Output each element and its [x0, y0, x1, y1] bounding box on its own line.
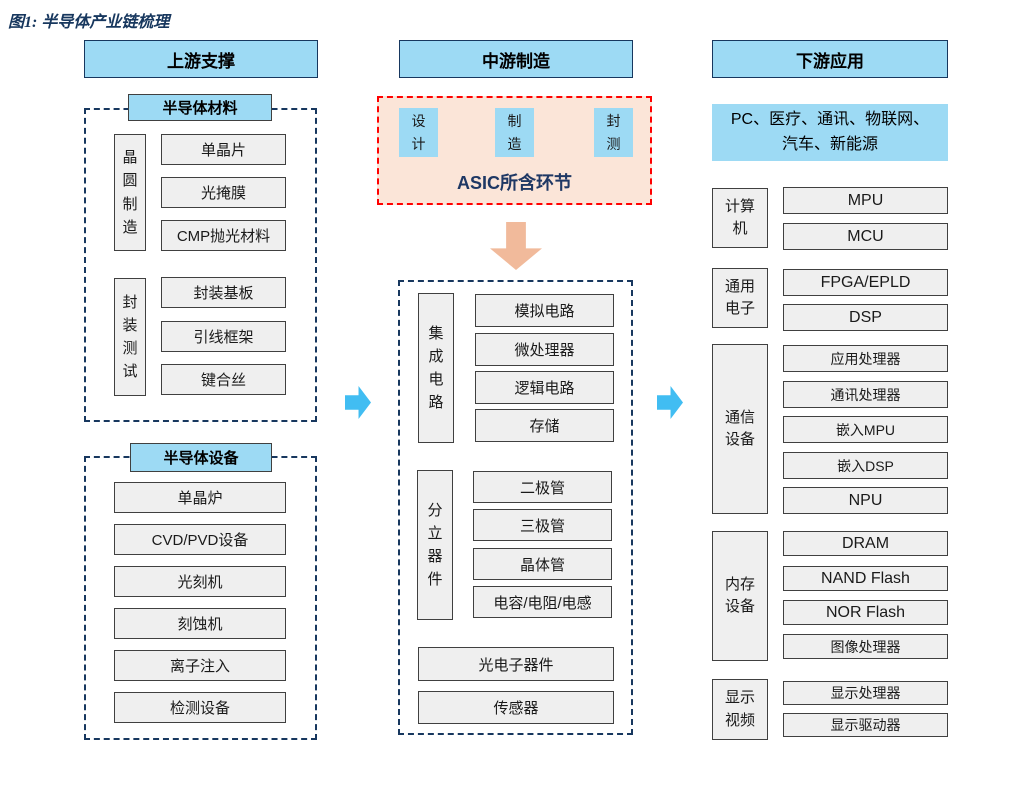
item-capacitor-resistor-inductor: 电容/电阻/电感	[473, 586, 612, 618]
communication-group-label: 通信 设备	[712, 344, 768, 514]
general-electronics-group-label: 通用 电子	[712, 268, 768, 328]
item-photomask: 光掩膜	[161, 177, 286, 208]
item-lithography-machine: 光刻机	[114, 566, 286, 597]
item-nor-flash: NOR Flash	[783, 600, 948, 625]
item-dsp: DSP	[783, 304, 948, 331]
item-transistor: 晶体管	[473, 548, 612, 580]
item-cvd-pvd-equipment: CVD/PVD设备	[114, 524, 286, 555]
item-storage: 存储	[475, 409, 614, 442]
item-display-driver: 显示驱动器	[783, 713, 948, 737]
item-nand-flash: NAND Flash	[783, 566, 948, 591]
item-cmp-material: CMP抛光材料	[161, 220, 286, 251]
item-triode: 三极管	[473, 509, 612, 541]
item-fpga-epld: FPGA/EPLD	[783, 269, 948, 296]
item-embedded-mpu: 嵌入MPU	[783, 416, 948, 443]
item-mpu: MPU	[783, 187, 948, 214]
item-etching-machine: 刻蚀机	[114, 608, 286, 639]
item-embedded-dsp: 嵌入DSP	[783, 452, 948, 479]
item-analog-circuit: 模拟电路	[475, 294, 614, 327]
item-package-substrate: 封装基板	[161, 277, 286, 308]
item-lead-frame: 引线框架	[161, 321, 286, 352]
item-bonding-wire: 键合丝	[161, 364, 286, 395]
item-crystal-furnace: 单晶炉	[114, 482, 286, 513]
discrete-device-side-label: 分立器件	[417, 470, 453, 620]
item-inspection-equipment: 检测设备	[114, 692, 286, 723]
equipment-section-label: 半导体设备	[130, 443, 272, 472]
column-header-midstream: 中游制造	[399, 40, 633, 78]
column-header-upstream: 上游支撑	[84, 40, 318, 78]
item-dram: DRAM	[783, 531, 948, 556]
arrow-right-icon	[345, 386, 371, 419]
arrow-down-icon	[490, 222, 542, 270]
arrow-right-icon	[657, 386, 683, 419]
asic-step-manufacture: 制造	[495, 108, 534, 157]
item-npu: NPU	[783, 487, 948, 514]
item-display-processor: 显示处理器	[783, 681, 948, 705]
item-optoelectronic-device: 光电子器件	[418, 647, 614, 681]
applications-box: PC、医疗、通讯、物联网、 汽车、新能源	[712, 104, 948, 161]
wafer-fab-side-label: 晶圆制造	[114, 134, 146, 251]
item-mcu: MCU	[783, 223, 948, 250]
item-microprocessor: 微处理器	[475, 333, 614, 366]
item-monocrystal-wafer: 单晶片	[161, 134, 286, 165]
integrated-circuit-side-label: 集成电路	[418, 293, 454, 443]
figure-title: 图1: 半导体产业链梳理	[8, 14, 170, 31]
package-test-side-label: 封装测试	[114, 278, 146, 396]
item-ion-implantation: 离子注入	[114, 650, 286, 681]
computer-group-label: 计算 机	[712, 188, 768, 248]
memory-group-label: 内存 设备	[712, 531, 768, 661]
item-diode: 二极管	[473, 471, 612, 503]
products-dashed-container	[398, 280, 633, 735]
asic-caption: ASIC所含环节	[456, 173, 572, 193]
column-header-downstream: 下游应用	[712, 40, 948, 78]
materials-section-label: 半导体材料	[128, 94, 272, 121]
display-video-group-label: 显示 视频	[712, 679, 768, 740]
asic-step-package-test: 封测	[594, 108, 633, 157]
item-sensor: 传感器	[418, 691, 614, 724]
item-image-processor: 图像处理器	[783, 634, 948, 659]
asic-step-design: 设计	[399, 108, 438, 157]
item-logic-circuit: 逻辑电路	[475, 371, 614, 404]
item-communication-processor: 通讯处理器	[783, 381, 948, 408]
item-application-processor: 应用处理器	[783, 345, 948, 372]
